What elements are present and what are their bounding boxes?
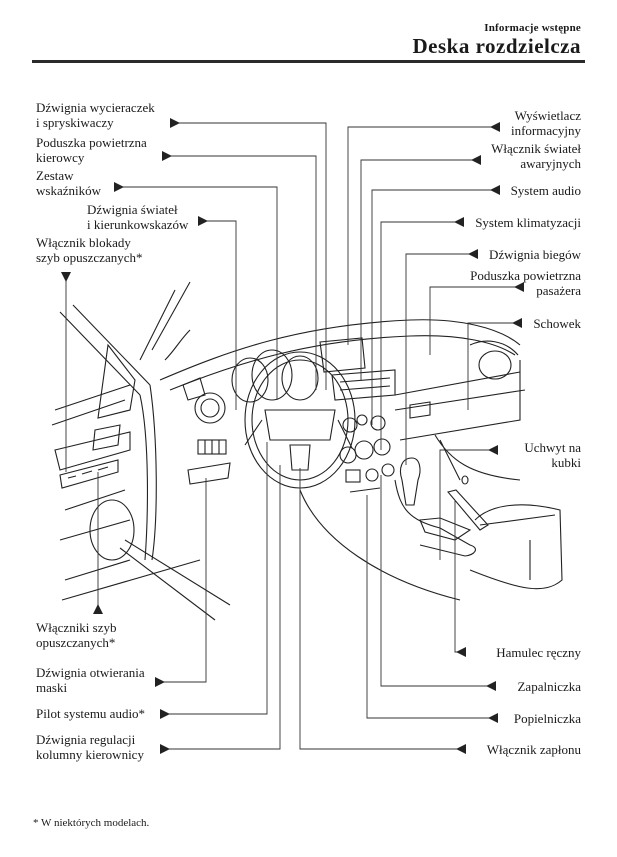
car-interior-drawing xyxy=(51,281,563,621)
arrow-right-icon xyxy=(162,151,172,161)
label-audio-system: System audio xyxy=(510,183,581,198)
arrowheads xyxy=(61,118,524,754)
arrow-left-icon xyxy=(454,217,464,227)
arrow-left-icon xyxy=(512,318,522,328)
arrow-right-icon xyxy=(160,744,170,754)
arrow-left-icon xyxy=(488,445,498,455)
label-info-display: Wyświetlacz informacyjny xyxy=(510,108,581,138)
label-cup-holder: Uchwyt na kubki xyxy=(524,440,581,470)
label-ignition-switch: Włącznik zapłonu xyxy=(486,742,581,757)
label-ashtray: Popielniczka xyxy=(513,711,581,726)
label-window-lock-switch: Włącznik blokady szyb opuszczanych* xyxy=(36,235,143,265)
arrow-right-icon xyxy=(198,216,208,226)
label-climate-control: System klimatyzacji xyxy=(475,215,581,230)
label-hood-release: Dźwignia otwierania maski xyxy=(36,665,145,695)
label-shift-lever: Dźwignia biegów xyxy=(488,247,581,262)
arrow-left-icon xyxy=(488,713,498,723)
arrow-left-icon xyxy=(468,249,478,259)
label-passenger-airbag: Poduszka powietrzna pasażera xyxy=(470,268,581,298)
arrow-right-icon xyxy=(170,118,180,128)
label-parking-brake: Hamulec ręczny xyxy=(496,645,581,660)
arrow-up-icon xyxy=(93,604,103,614)
header-divider xyxy=(32,60,585,63)
arrow-right-icon xyxy=(160,709,170,719)
arrow-left-icon xyxy=(514,282,524,292)
label-glove-box: Schowek xyxy=(533,316,581,331)
label-tilt-lever: Dźwignia regulacji kolumny kierownicy xyxy=(36,732,144,762)
leader-lines xyxy=(65,122,516,750)
arrow-left-icon xyxy=(486,681,496,691)
arrow-left-icon xyxy=(471,155,481,165)
label-wiper-lever: Dźwignia wycieraczek i spryskiwaczy xyxy=(36,100,155,130)
arrow-right-icon xyxy=(114,182,124,192)
arrow-left-icon xyxy=(456,744,466,754)
arrow-right-icon xyxy=(155,677,165,687)
label-cigarette-lighter: Zapalniczka xyxy=(517,679,581,694)
label-audio-remote: Pilot systemu audio* xyxy=(36,706,146,721)
arrow-left-icon xyxy=(490,122,500,132)
footnote: * W niektórych modelach. xyxy=(33,817,150,829)
label-headlight-lever: Dźwignia świateł i kierunkowskazów xyxy=(87,202,189,232)
page-title: Deska rozdzielcza xyxy=(412,34,581,58)
label-power-window-switches: Włączniki szyb opuszczanych* xyxy=(36,620,117,650)
arrow-left-icon xyxy=(456,647,466,657)
label-driver-airbag: Poduszka powietrzna kierowcy xyxy=(36,135,147,165)
label-hazard-switch: Włącznik świateł awaryjnych xyxy=(491,141,581,171)
arrow-left-icon xyxy=(490,185,500,195)
section-name: Informacje wstępne xyxy=(484,22,581,34)
label-instrument-cluster: Zestaw wskaźników xyxy=(36,168,101,198)
arrow-down-icon xyxy=(61,272,71,282)
